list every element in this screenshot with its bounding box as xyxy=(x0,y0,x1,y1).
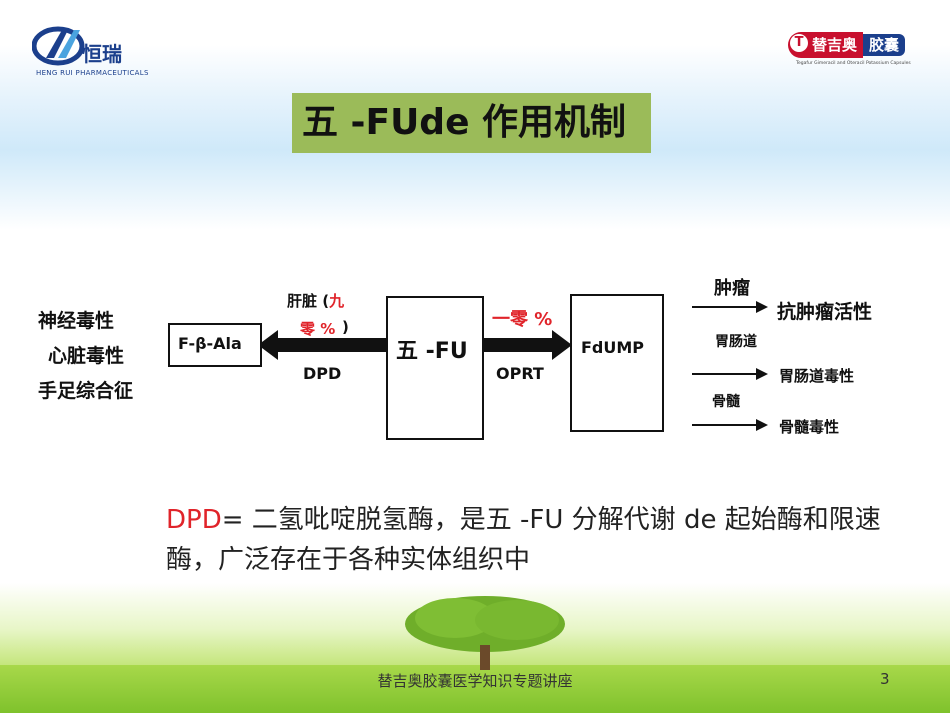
fdump-label: FdUMP xyxy=(581,338,645,357)
dpd-term: DPD xyxy=(166,505,222,535)
toxicity-neuro: 神经毒性 xyxy=(38,310,115,332)
hengrui-logo-icon xyxy=(32,26,85,66)
hengrui-english-name: HENG RUI PHARMACEUTICALS xyxy=(36,69,149,77)
arrow-oprt xyxy=(480,330,572,360)
dpd-note: DPD= 二氢吡啶脱氢酶，是五 -FU 分解代谢 de 起始酶和限速酶，广泛存在… xyxy=(166,500,886,580)
slide-title: 五 -FUde 作用机制 xyxy=(302,102,627,143)
toxicity-hand-foot: 手足综合征 xyxy=(38,380,134,402)
target-site-marrow: 骨髓 xyxy=(712,394,740,410)
liver-percent-label: 零 % xyxy=(300,320,336,338)
target-effect-marrow: 骨髓毒性 xyxy=(779,418,840,436)
tegafur-logo-name: T 替吉奥 xyxy=(788,32,864,58)
fdump-box: FdUMP xyxy=(570,294,664,432)
target-site-tumor: 肿瘤 xyxy=(714,278,750,299)
fu-label: 五 -FU xyxy=(396,339,468,364)
title-background xyxy=(292,93,651,153)
tegafur-t-icon: T xyxy=(790,34,808,52)
page-number: 3 xyxy=(880,670,890,688)
tegafur-logo-subtitle: Tegafur Gimeracil and Oteracil Potassium… xyxy=(796,61,911,66)
metabolite-box: F-β-Ala xyxy=(168,323,262,367)
target-site-gi: 胃肠道 xyxy=(715,334,757,350)
arrow-dpd xyxy=(258,330,388,360)
dpd-label: DPD xyxy=(303,364,342,383)
tegafur-logo-type: 胶囊 xyxy=(863,34,906,56)
liver-suffix: ) xyxy=(342,318,349,336)
sky-fade xyxy=(0,150,950,230)
tree-icon xyxy=(405,596,565,670)
footer-text: 替吉奥胶囊医学知识专题讲座 xyxy=(377,672,573,690)
liver-label: 肝脏 (九 xyxy=(287,292,345,310)
hengrui-name: 恒瑞 xyxy=(82,42,122,66)
grass-band xyxy=(0,665,950,713)
tegafur-logo: T 替吉奥 胶囊 xyxy=(788,32,906,58)
target-effect-gi: 胃肠道毒性 xyxy=(779,367,855,385)
target-effect-tumor: 抗肿瘤活性 xyxy=(777,301,873,323)
metabolite-label: F-β-Ala xyxy=(178,334,242,353)
liver-percent: 九 xyxy=(329,292,345,310)
dpd-definition: = 二氢吡啶脱氢酶，是五 -FU 分解代谢 de 起始酶和限速酶，广泛存在于各种… xyxy=(166,505,881,575)
toxicity-cardiac: 心脏毒性 xyxy=(48,345,125,367)
fu-box: 五 -FU xyxy=(386,296,484,440)
oprt-label: OPRT xyxy=(496,364,544,383)
oprt-percent: 一零 % xyxy=(492,309,553,330)
